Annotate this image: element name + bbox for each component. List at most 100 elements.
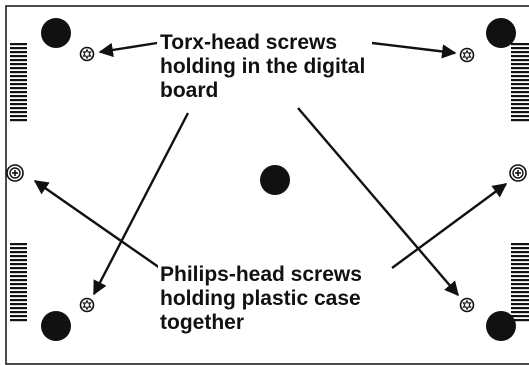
vent-slot <box>10 291 27 294</box>
vent-slot <box>511 299 529 302</box>
vent-slot <box>511 279 529 282</box>
vent-slot <box>511 107 529 110</box>
vent-slot <box>10 79 27 82</box>
rubber-foot-icon <box>41 311 71 341</box>
vent-slot <box>511 91 529 94</box>
vent-slot <box>511 83 529 86</box>
vent-slot <box>10 95 27 98</box>
vent-slot <box>10 259 27 262</box>
vent-slot <box>10 107 27 110</box>
torx-arrow-top-right <box>371 41 457 59</box>
vent-slot <box>511 275 529 278</box>
vent-slot <box>511 247 529 250</box>
vent-slot <box>511 67 529 70</box>
vent-slot <box>10 63 27 66</box>
vent-slot <box>511 43 529 46</box>
vent-slot <box>10 99 27 102</box>
vent-slot <box>10 103 27 106</box>
vent-slot <box>511 291 529 294</box>
vent-slot <box>10 47 27 50</box>
vent-slot <box>10 87 27 90</box>
vent-slot <box>511 47 529 50</box>
vent-slot <box>511 307 529 310</box>
vent-slot <box>10 255 27 258</box>
vent-slot <box>10 295 27 298</box>
vent-slot <box>10 71 27 74</box>
vent-slot <box>511 319 529 322</box>
vent-slot <box>10 263 27 266</box>
torx-arrow-bottom-left <box>92 112 190 296</box>
vent-slot <box>511 251 529 254</box>
vent-slot <box>10 275 27 278</box>
torx-label-line-3: board <box>160 79 219 102</box>
vent-slot <box>511 243 529 246</box>
vent-left-bottom <box>10 243 27 322</box>
vent-slot <box>511 259 529 262</box>
torx-arrow-bottom-right <box>297 107 459 297</box>
vent-slot <box>511 287 529 290</box>
torx-screw-icon <box>79 46 95 62</box>
vent-slot <box>10 43 27 46</box>
vent-slot <box>10 83 27 86</box>
vent-slot <box>511 315 529 318</box>
vent-slot <box>10 91 27 94</box>
vent-slot <box>10 51 27 54</box>
vent-slot <box>10 59 27 62</box>
torx-label-line-1: Torx-head screws <box>160 31 338 54</box>
vent-right-bottom <box>511 243 529 322</box>
torx-screw-icon <box>459 47 475 63</box>
vent-slot <box>10 267 27 270</box>
vent-slot <box>10 251 27 254</box>
torx-label-line-2: holding in the digital <box>160 55 366 78</box>
torx-screw-icon <box>459 297 475 313</box>
vent-slot <box>10 315 27 318</box>
rubber-foot-icon <box>486 311 516 341</box>
vent-slot <box>511 119 529 122</box>
vent-slot <box>10 271 27 274</box>
philips-label-line-3: together <box>160 311 244 334</box>
vent-slot <box>511 271 529 274</box>
vent-slot <box>511 55 529 58</box>
rubber-foot-icon <box>260 165 290 195</box>
vent-slot <box>511 255 529 258</box>
philips-screw-icon <box>509 164 527 182</box>
vent-slot <box>10 303 27 306</box>
rubber-foot-icon <box>41 18 71 48</box>
vent-slot <box>511 111 529 114</box>
vent-slot <box>511 63 529 66</box>
vent-slot <box>10 283 27 286</box>
vent-left-top <box>10 43 27 122</box>
vent-slot <box>511 115 529 118</box>
vent-slot <box>10 111 27 114</box>
vent-slot <box>511 311 529 314</box>
vent-slot <box>511 295 529 298</box>
torx-arrow-top-left <box>98 41 158 58</box>
vent-slot <box>10 119 27 122</box>
rubber-foot-icon <box>486 18 516 48</box>
vent-slot <box>10 319 27 322</box>
vent-slot <box>511 71 529 74</box>
vent-slot <box>10 75 27 78</box>
vent-slot <box>10 243 27 246</box>
vent-slot <box>10 279 27 282</box>
vent-slot <box>10 115 27 118</box>
vent-right-top <box>511 43 529 122</box>
philips-label-line-1: Philips-head screws <box>160 263 362 286</box>
vent-slot <box>511 303 529 306</box>
philips-label-line-2: holding plastic case <box>160 287 361 310</box>
vent-slot <box>511 79 529 82</box>
vent-slot <box>511 267 529 270</box>
vent-slot <box>511 95 529 98</box>
vent-slot <box>511 99 529 102</box>
philips-arrow-right <box>391 183 508 269</box>
vent-slot <box>511 59 529 62</box>
vent-slot <box>10 307 27 310</box>
vent-slot <box>511 87 529 90</box>
vent-slot <box>10 287 27 290</box>
torx-screw-icon <box>79 297 95 313</box>
philips-arrow-left <box>33 180 161 269</box>
vent-slot <box>10 247 27 250</box>
philips-screws-label: Philips-head screws holding plastic case… <box>158 263 364 335</box>
vent-slot <box>10 311 27 314</box>
vent-slot <box>10 67 27 70</box>
